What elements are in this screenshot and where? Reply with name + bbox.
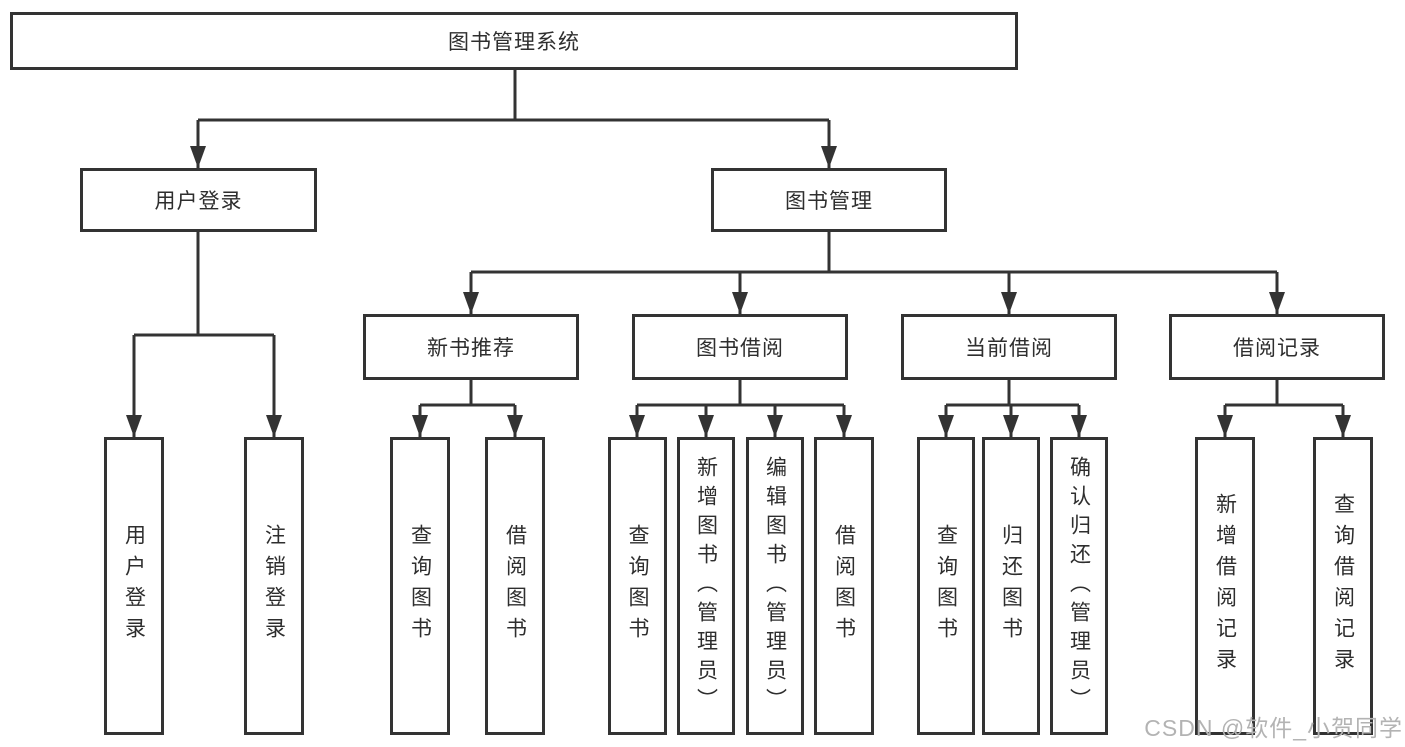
leaf-recommend-borrow-books: 借阅图书 [485,437,545,735]
leaf-current-query-books: 查询图书 [917,437,975,735]
connector-trunk [198,70,829,122]
leaf-add-books-admin: 新增图书（管理员） [677,437,735,735]
connector-trunk [946,380,1079,407]
node-library-system: 图书管理系统 [10,12,1018,70]
leaf-query-borrow-record: 查询借阅记录 [1313,437,1373,735]
leaf-borrow-books: 借阅图书 [814,437,874,735]
node-user-login: 用户登录 [80,168,317,232]
node-current-borrowing: 当前借阅 [901,314,1117,380]
node-new-book-recommend: 新书推荐 [363,314,579,380]
connector-trunk [1225,380,1343,407]
leaf-borrow-query-books: 查询图书 [608,437,667,735]
connector-trunk [471,232,1277,274]
connector-trunk [637,380,844,407]
leaf-recommend-query-books: 查询图书 [390,437,450,735]
leaf-logout: 注销登录 [244,437,304,735]
connector-trunk [420,380,515,407]
node-book-management: 图书管理 [711,168,947,232]
leaf-user-login: 用户登录 [104,437,164,735]
leaf-confirm-return-admin: 确认归还（管理员） [1050,437,1108,735]
leaf-edit-books-admin: 编辑图书（管理员） [746,437,804,735]
connector-trunk [134,232,274,337]
leaf-return-books: 归还图书 [982,437,1040,735]
node-borrowing-records: 借阅记录 [1169,314,1385,380]
node-book-borrowing: 图书借阅 [632,314,848,380]
leaf-add-borrow-record: 新增借阅记录 [1195,437,1255,735]
